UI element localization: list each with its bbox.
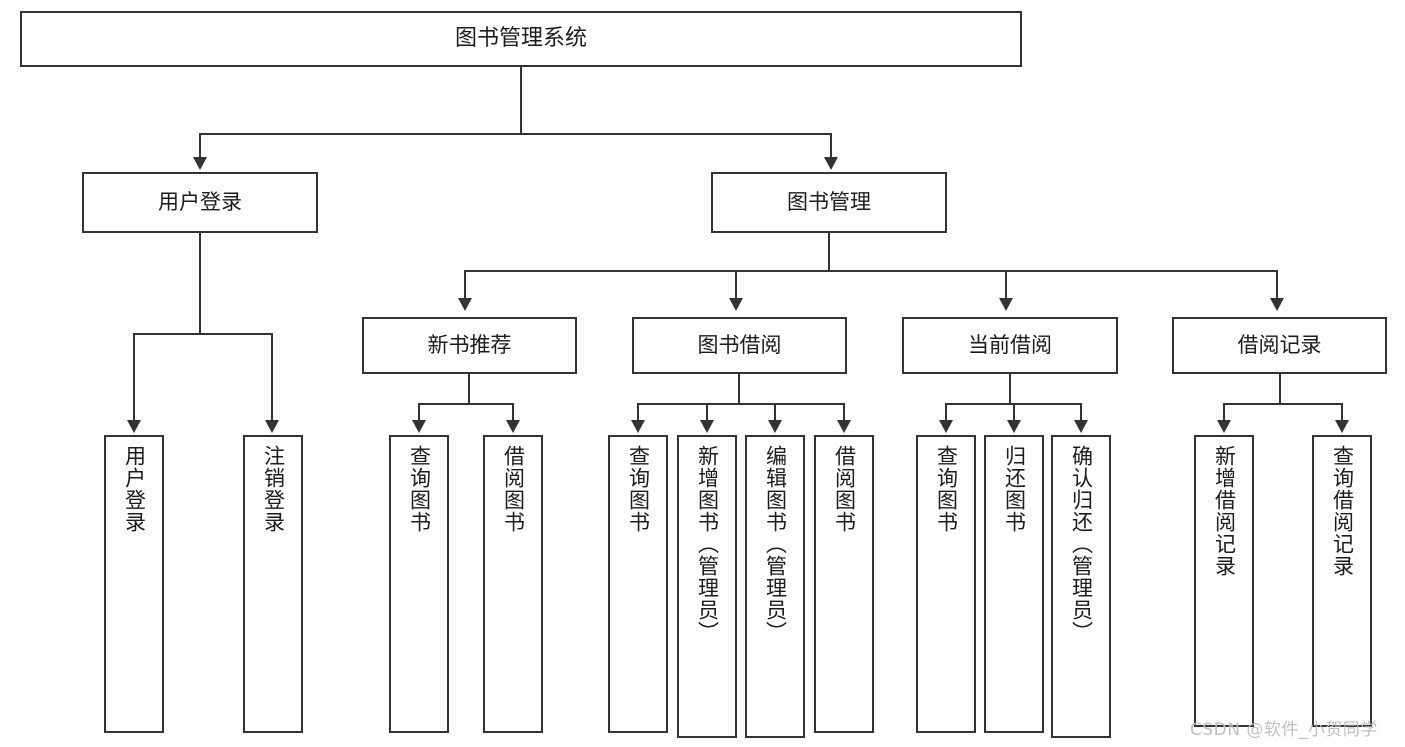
leaf-borrow-book[interactable]: 借阅图书 bbox=[814, 435, 874, 733]
node-book-management[interactable]: 图书管理 bbox=[711, 172, 947, 233]
connector-user-login-bus bbox=[133, 333, 273, 335]
node-label: 图书管理系统 bbox=[454, 25, 587, 51]
node-label: 查询图书 bbox=[407, 445, 432, 533]
connector-bm-to-record bbox=[1276, 270, 1278, 300]
connector-borrow-leaf-2 bbox=[706, 403, 708, 421]
node-label: 编辑图书（管理员） bbox=[763, 445, 788, 643]
connector-bm-to-current bbox=[1005, 270, 1007, 300]
node-label: 查询借阅记录 bbox=[1330, 445, 1355, 577]
arrowhead-book-mgmt bbox=[824, 157, 838, 170]
connector-user-login-stem bbox=[199, 233, 201, 334]
arrowhead-newbook-leaf-2 bbox=[506, 420, 520, 433]
connector-newbook-leaf-1 bbox=[418, 403, 420, 421]
arrowhead-user-login bbox=[193, 157, 207, 170]
leaf-query-book-current[interactable]: 查询图书 bbox=[916, 435, 976, 733]
connector-borrow-bus bbox=[637, 403, 844, 405]
node-label: 图书管理 bbox=[787, 189, 871, 214]
node-label: 当前借阅 bbox=[968, 332, 1052, 357]
leaf-add-borrow-record[interactable]: 新增借阅记录 bbox=[1194, 435, 1254, 727]
arrowhead-borrow bbox=[729, 298, 743, 311]
watermark-csdn: CSDN @软件_小贺同学 bbox=[1190, 720, 1378, 740]
node-user-login[interactable]: 用户登录 bbox=[82, 172, 318, 233]
node-label: 查询图书 bbox=[626, 445, 651, 533]
connector-root-to-book-mgmt bbox=[830, 133, 832, 160]
connector-bm-to-borrow bbox=[735, 270, 737, 300]
node-label: 新书推荐 bbox=[427, 332, 512, 357]
node-current-borrow[interactable]: 当前借阅 bbox=[902, 317, 1118, 374]
arrowhead-current bbox=[999, 298, 1013, 311]
arrowhead-current-leaf-2 bbox=[1007, 420, 1021, 433]
arrowhead-borrow-leaf-2 bbox=[700, 420, 714, 433]
connector-newbook-leaf-2 bbox=[512, 403, 514, 421]
arrowhead-borrow-leaf-4 bbox=[837, 420, 851, 433]
node-borrow-record[interactable]: 借阅记录 bbox=[1172, 317, 1387, 374]
connector-book-mgmt-bus bbox=[464, 270, 1278, 272]
connector-user-login-leaf-1 bbox=[133, 333, 135, 421]
connector-record-bus bbox=[1223, 403, 1342, 405]
arrowhead-record-leaf-2 bbox=[1335, 420, 1349, 433]
arrowhead-record-leaf-1 bbox=[1217, 420, 1231, 433]
leaf-query-borrow-record[interactable]: 查询借阅记录 bbox=[1312, 435, 1372, 727]
connector-record-leaf-1 bbox=[1223, 403, 1225, 421]
arrowhead-leaf-user-login bbox=[127, 420, 141, 433]
connector-current-leaf-2 bbox=[1013, 403, 1015, 421]
connector-borrow-stem bbox=[738, 374, 740, 404]
leaf-confirm-return-admin[interactable]: 确认归还（管理员） bbox=[1051, 435, 1111, 738]
leaf-logout[interactable]: 注销登录 bbox=[243, 435, 303, 733]
connector-user-login-leaf-2 bbox=[271, 333, 273, 421]
connector-root-to-user-login bbox=[199, 133, 201, 160]
node-label: 确认归还（管理员） bbox=[1069, 445, 1094, 643]
connector-root-stem bbox=[520, 67, 522, 134]
node-label: 借阅记录 bbox=[1237, 332, 1322, 357]
leaf-borrow-book-newbook[interactable]: 借阅图书 bbox=[483, 435, 543, 733]
node-label: 查询图书 bbox=[934, 445, 959, 533]
connector-borrow-leaf-1 bbox=[637, 403, 639, 421]
leaf-return-book[interactable]: 归还图书 bbox=[984, 435, 1044, 733]
connector-current-leaf-3 bbox=[1080, 403, 1082, 421]
connector-newbook-stem bbox=[468, 374, 470, 404]
arrowhead-newbook-leaf-1 bbox=[412, 420, 426, 433]
node-label: 借阅图书 bbox=[832, 445, 857, 533]
arrowhead-borrow-leaf-1 bbox=[631, 420, 645, 433]
node-label: 归还图书 bbox=[1002, 445, 1027, 533]
connector-borrow-leaf-3 bbox=[774, 403, 776, 421]
arrowhead-current-leaf-1 bbox=[939, 420, 953, 433]
connector-record-stem bbox=[1279, 374, 1281, 404]
node-new-book-recommend[interactable]: 新书推荐 bbox=[362, 317, 577, 374]
connector-borrow-leaf-4 bbox=[843, 403, 845, 421]
arrowhead-leaf-logout bbox=[265, 420, 279, 433]
arrowhead-borrow-leaf-3 bbox=[768, 420, 782, 433]
node-label: 新增图书（管理员） bbox=[695, 445, 720, 643]
node-book-borrow[interactable]: 图书借阅 bbox=[632, 317, 847, 374]
node-label: 用户登录 bbox=[158, 189, 242, 214]
connector-book-mgmt-stem bbox=[828, 232, 830, 272]
connector-current-leaf-1 bbox=[945, 403, 947, 421]
node-label: 用户登录 bbox=[122, 445, 147, 533]
arrowhead-newbook bbox=[458, 298, 472, 311]
connector-current-stem bbox=[1009, 374, 1011, 404]
leaf-edit-book-admin[interactable]: 编辑图书（管理员） bbox=[745, 435, 805, 738]
node-label: 图书借阅 bbox=[697, 332, 782, 357]
leaf-add-book-admin[interactable]: 新增图书（管理员） bbox=[677, 435, 737, 738]
connector-record-leaf-2 bbox=[1341, 403, 1343, 421]
node-label: 新增借阅记录 bbox=[1212, 445, 1237, 577]
node-label: 借阅图书 bbox=[501, 445, 526, 533]
connector-newbook-bus bbox=[418, 403, 513, 405]
leaf-query-book-borrow[interactable]: 查询图书 bbox=[608, 435, 668, 733]
connector-root-bus bbox=[199, 133, 831, 135]
connector-bm-to-newbook bbox=[464, 270, 466, 300]
arrowhead-record bbox=[1270, 298, 1284, 311]
arrowhead-current-leaf-3 bbox=[1074, 420, 1088, 433]
leaf-query-book-newbook[interactable]: 查询图书 bbox=[389, 435, 449, 733]
node-root-system[interactable]: 图书管理系统 bbox=[20, 11, 1022, 67]
leaf-user-login[interactable]: 用户登录 bbox=[104, 435, 164, 733]
node-label: 注销登录 bbox=[261, 445, 286, 533]
